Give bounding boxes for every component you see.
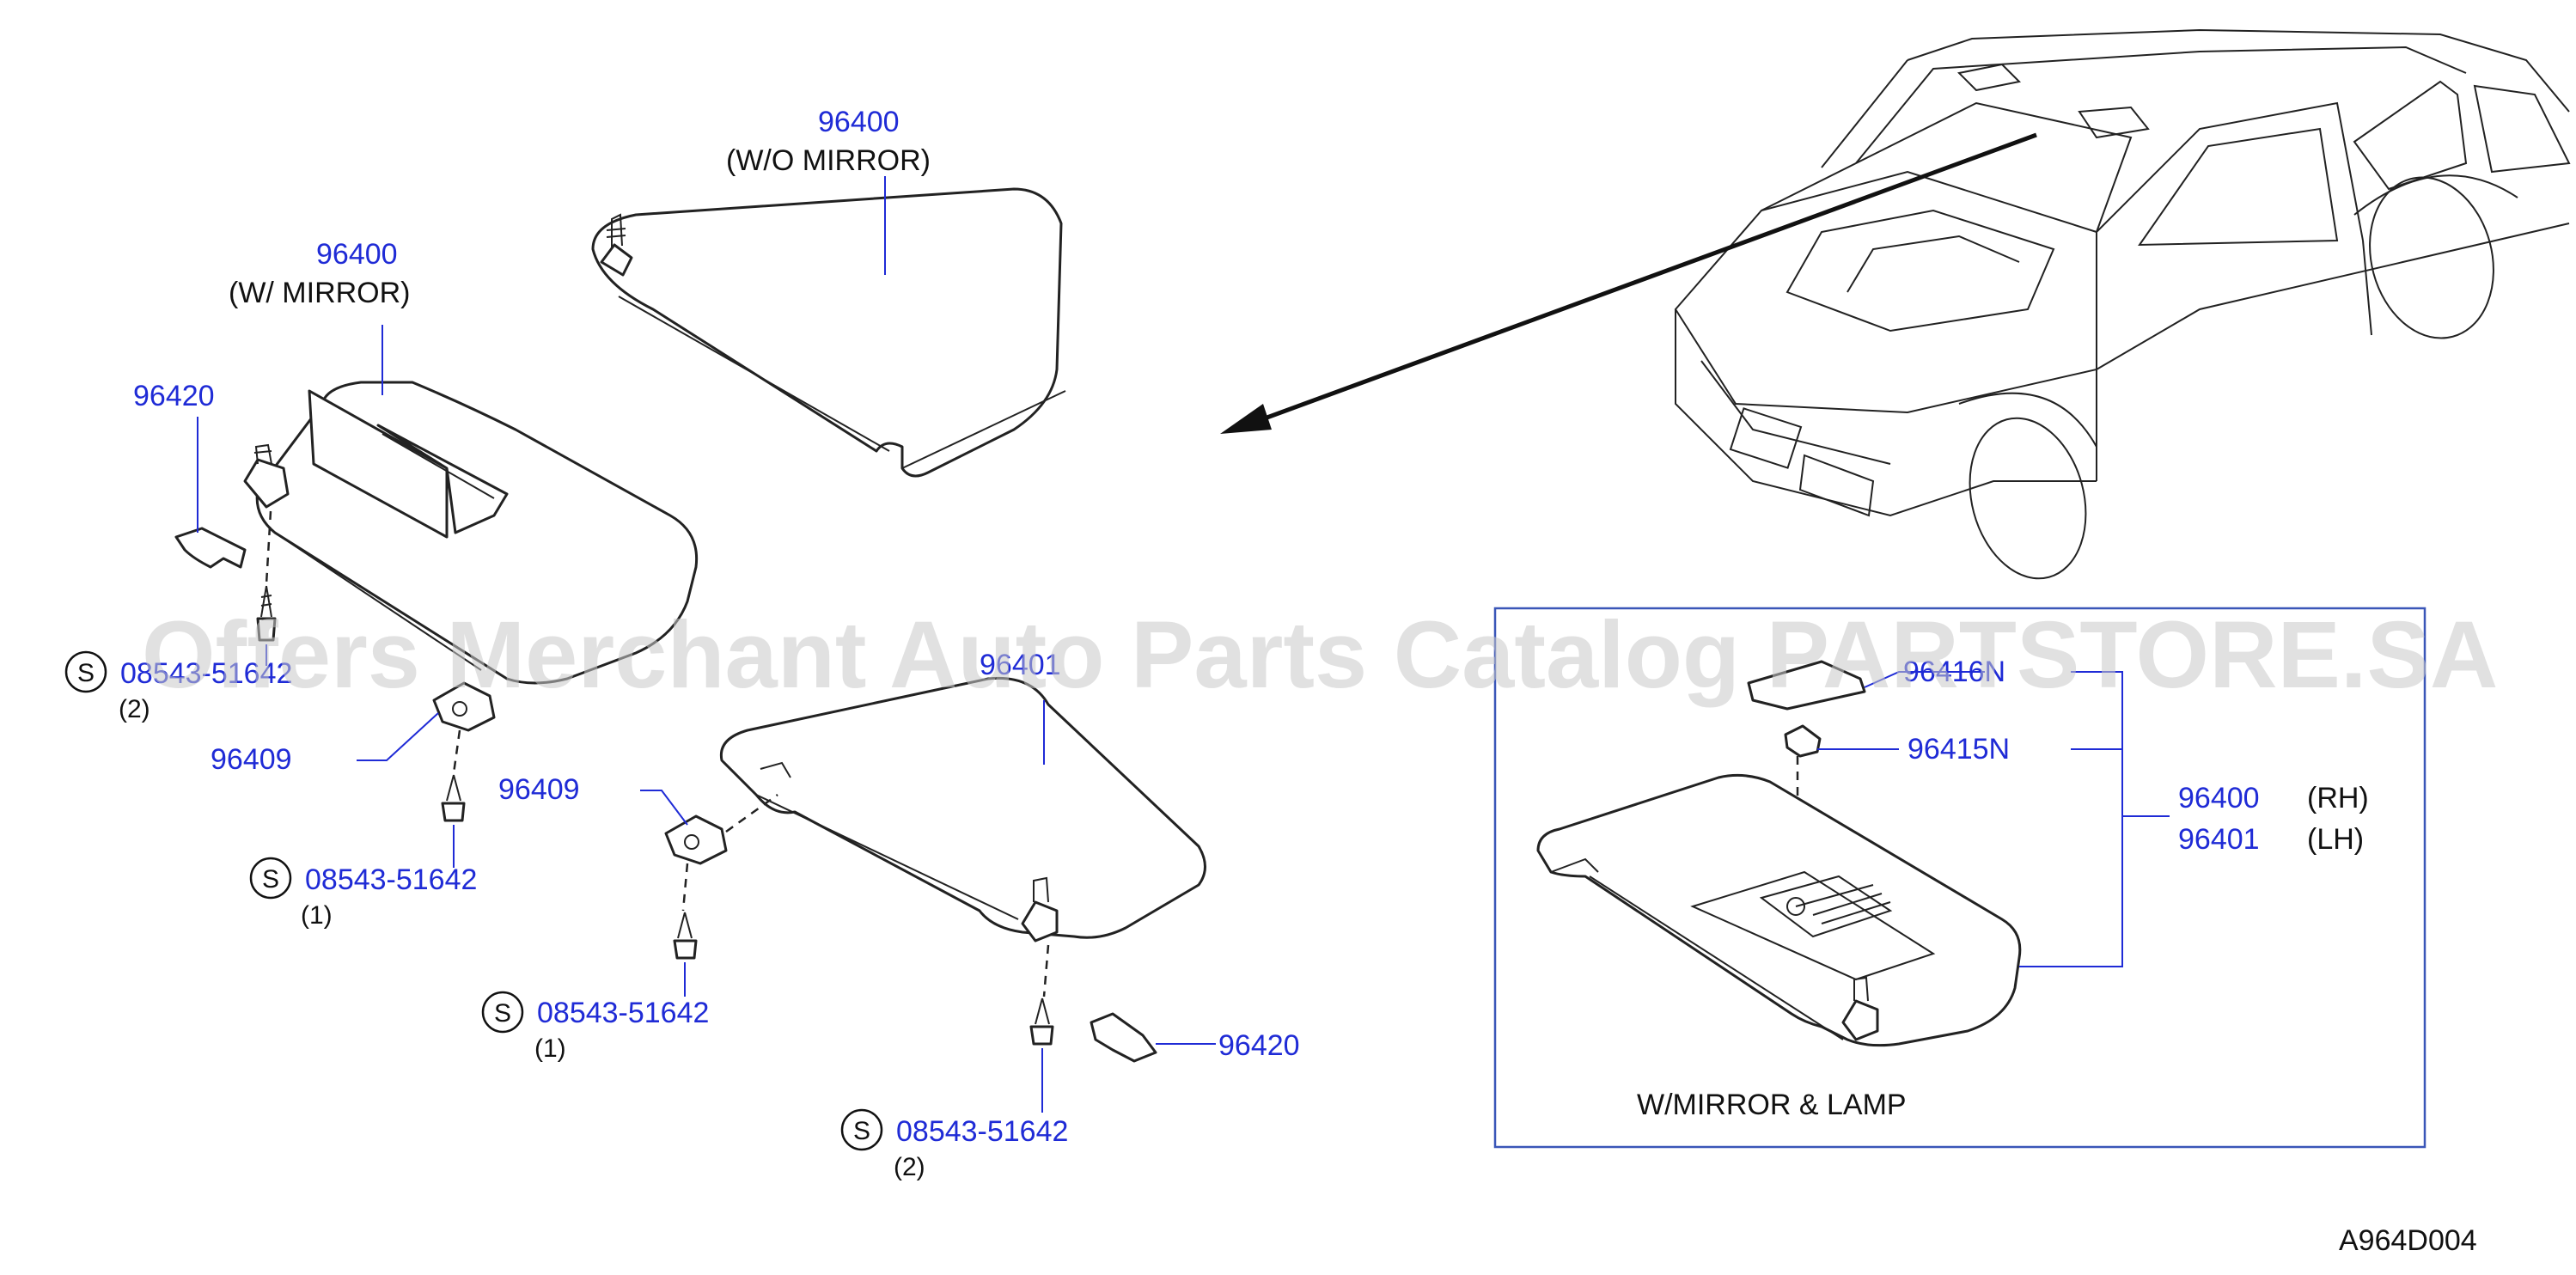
callout-assembly-rh-part: 96400 (2178, 782, 2260, 814)
callout-screw-left-bracket-qty: (1) (301, 901, 333, 930)
callout-bracket-left: 96409 (211, 743, 292, 776)
visor-without-mirror (591, 187, 1066, 478)
screw-right (1029, 944, 1054, 1046)
bracket-left (432, 681, 496, 822)
bracket-right (664, 793, 778, 960)
s-symbol-screw-right (840, 1108, 883, 1151)
callouts: 96400 (W/O MIRROR) 96400 (W/ MIRROR) 964… (64, 106, 1300, 1181)
callout-screw-left-part: 08543-51642 (120, 657, 292, 690)
s-letter-screw-right-bracket: S (494, 999, 511, 1028)
s-symbol-screw-left-bracket (249, 857, 292, 900)
visor-holder-right (1090, 1012, 1157, 1063)
vehicle-illustration (1220, 28, 2571, 580)
s-symbol-screw-right-bracket (481, 991, 524, 1034)
watermark-text: Offers Merchant Auto Parts Catalog PARTS… (142, 602, 2498, 708)
callout-screw-right-part: 08543-51642 (896, 1115, 1068, 1148)
callout-screw-left-bracket-part: 08543-51642 (305, 863, 477, 896)
visor-holder-left (174, 527, 247, 569)
callout-visor-without-mirror-part: 96400 (818, 106, 900, 138)
lamp-lens (1747, 660, 1866, 711)
callout-visor-right: 96401 (980, 649, 1061, 681)
callout-lamp-lens: 96416N (1903, 656, 2005, 688)
callout-holder-right: 96420 (1218, 1029, 1300, 1062)
s-letter-screw-left: S (77, 659, 95, 687)
callout-lamp-bulb: 96415N (1908, 733, 2010, 766)
callout-screw-right-qty: (2) (894, 1153, 925, 1181)
callout-bracket-right: 96409 (498, 773, 580, 806)
callout-assembly-lh-side: (LH) (2307, 823, 2364, 856)
callout-visor-without-mirror-note: (W/O MIRROR) (726, 144, 931, 177)
visor-with-mirror (243, 381, 699, 685)
inset-frame (1493, 607, 2426, 1149)
callout-visor-with-mirror-part: 96400 (316, 238, 398, 271)
callout-holder-left: 96420 (133, 380, 215, 412)
callout-visor-with-mirror-note: (W/ MIRROR) (229, 277, 411, 309)
s-letter-screw-right: S (853, 1117, 870, 1145)
callout-assembly-lh-part: 96401 (2178, 823, 2260, 856)
leader-lines (197, 176, 1216, 1113)
callout-screw-right-bracket-part: 08543-51642 (537, 997, 709, 1029)
callout-assembly-rh-side: (RH) (2307, 782, 2369, 814)
visor-right (719, 676, 1206, 943)
inset-caption: W/MIRROR & LAMP (1637, 1089, 1907, 1121)
callout-screw-left-qty: (2) (119, 695, 150, 723)
callout-screw-right-bracket-qty: (1) (534, 1034, 566, 1063)
diagram-code: A964D004 (2339, 1224, 2477, 1257)
inset-mirror-lamp: 96416N 96415N 96400 (RH) 96401 (LH) W/MI… (1493, 607, 2426, 1149)
lamp-bulb (1784, 724, 1822, 758)
s-symbol-screw-left (64, 650, 107, 693)
s-letter-screw-left-bracket: S (262, 865, 279, 894)
screw-left-upper (256, 510, 277, 642)
